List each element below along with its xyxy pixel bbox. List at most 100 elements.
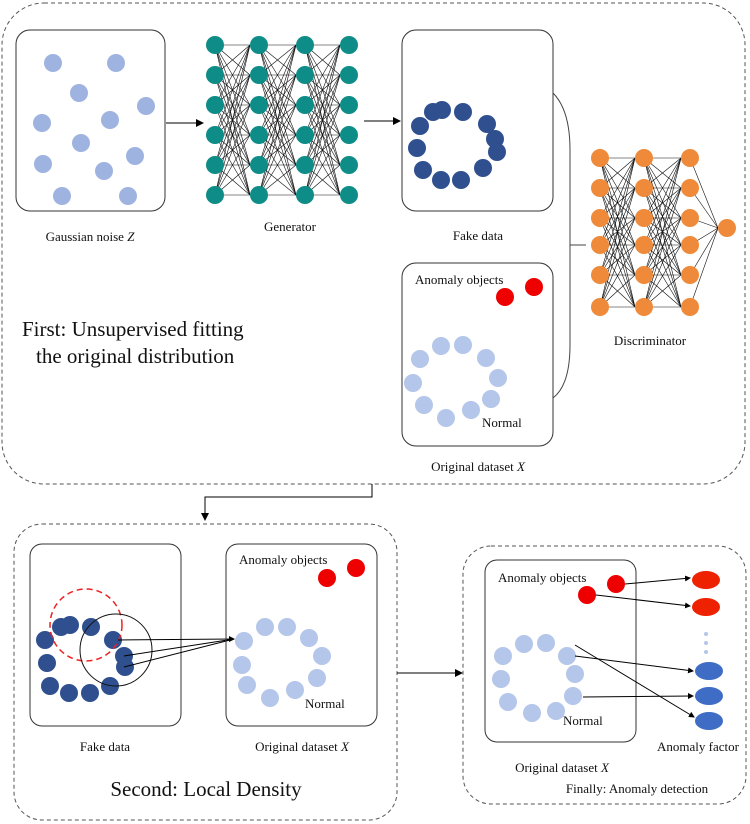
anomaly-objects-label: Anomaly objects	[415, 272, 503, 287]
stage3-container	[462, 545, 747, 805]
normal-point	[537, 634, 555, 652]
noise-point	[107, 54, 125, 72]
network-node	[206, 156, 224, 174]
discriminator-network	[591, 149, 736, 316]
network-node	[635, 209, 653, 227]
network-edge	[599, 157, 636, 276]
noise-point	[101, 111, 119, 129]
network-node	[340, 186, 358, 204]
anomaly-point	[607, 575, 625, 593]
fake-point	[82, 618, 100, 636]
anomaly-factor-normal	[695, 712, 723, 730]
normal-data-ring	[404, 336, 507, 427]
noise-point	[119, 187, 137, 205]
network-node	[591, 266, 609, 284]
fake-point	[478, 115, 496, 133]
normal-point	[492, 670, 510, 688]
fake-point	[432, 171, 450, 189]
network-edge	[599, 157, 636, 246]
anomaly-point	[578, 586, 596, 604]
network-edge	[599, 157, 636, 308]
network-node	[296, 66, 314, 84]
density-arrows	[117, 636, 235, 668]
network-node	[681, 209, 699, 227]
network-node	[340, 36, 358, 54]
network-node	[681, 266, 699, 284]
network-edge	[214, 104, 251, 196]
normal-data-ring-3	[492, 634, 584, 722]
network-edge	[304, 74, 341, 196]
original-dataset-box	[401, 262, 554, 447]
network-node	[718, 219, 736, 237]
network-edge	[304, 44, 341, 166]
noise-label: Gaussian noise Z	[46, 229, 136, 244]
normal-label: Normal	[482, 415, 522, 430]
network-edge	[689, 227, 719, 276]
normal-point	[477, 349, 495, 367]
normal-label-2: Normal	[305, 696, 345, 711]
anomaly-factor-normal	[695, 687, 723, 705]
noise-point	[72, 134, 90, 152]
anomaly-factor-label: Anomaly factor	[657, 739, 740, 754]
normal-point	[235, 632, 253, 650]
network-node	[681, 236, 699, 254]
normal-point	[558, 647, 576, 665]
network-edge	[304, 44, 341, 106]
fake-data-box-2	[29, 543, 182, 727]
anomaly-factor-normal	[695, 662, 723, 680]
network-edge	[258, 44, 297, 166]
network-node	[206, 36, 224, 54]
network-edge	[643, 217, 682, 308]
network-node	[635, 236, 653, 254]
network-edge	[599, 187, 636, 308]
normal-point	[308, 669, 326, 687]
fake-point	[433, 101, 451, 119]
factor-arrow	[595, 594, 691, 609]
factor-arrow	[574, 644, 695, 718]
normal-point	[454, 336, 472, 354]
noise-point	[137, 97, 155, 115]
network-node	[250, 36, 268, 54]
noise-point	[95, 162, 113, 180]
network-edge	[643, 157, 682, 246]
normal-point	[482, 390, 500, 408]
network-node	[250, 96, 268, 114]
network-node	[591, 209, 609, 227]
normal-point	[415, 396, 433, 414]
stage1-container	[1, 2, 746, 485]
normal-point	[411, 350, 429, 368]
stage3-title: Finally: Anomaly detection	[566, 781, 709, 796]
network-node	[250, 66, 268, 84]
normal-point	[233, 656, 251, 674]
normal-point	[499, 693, 517, 711]
factor-arrow	[624, 575, 691, 585]
fake-data-ring-2	[36, 616, 134, 702]
stage1-title-line2: the original distribution	[36, 344, 235, 368]
normal-point	[238, 676, 256, 694]
fake-data-label-2: Fake data	[80, 739, 130, 754]
noise-point	[53, 187, 71, 205]
network-node	[681, 149, 699, 167]
discriminator-label: Discriminator	[614, 333, 687, 348]
normal-point	[494, 647, 512, 665]
factor-arrow	[582, 693, 694, 700]
network-edge	[258, 134, 297, 196]
fake-data-box	[401, 29, 554, 212]
fake-point	[38, 654, 56, 672]
normal-point	[489, 369, 507, 387]
network-edges	[599, 157, 719, 308]
network-edge	[214, 74, 251, 196]
generator-label: Generator	[264, 219, 317, 234]
network-node	[340, 126, 358, 144]
network-edge	[599, 244, 636, 308]
network-node	[635, 179, 653, 197]
network-node	[250, 156, 268, 174]
network-node	[206, 126, 224, 144]
network-node	[635, 149, 653, 167]
fake-point	[41, 677, 59, 695]
network-edge	[258, 74, 297, 196]
factor-arrow	[574, 655, 694, 674]
noise-point	[34, 155, 52, 173]
network-edge	[258, 104, 297, 196]
